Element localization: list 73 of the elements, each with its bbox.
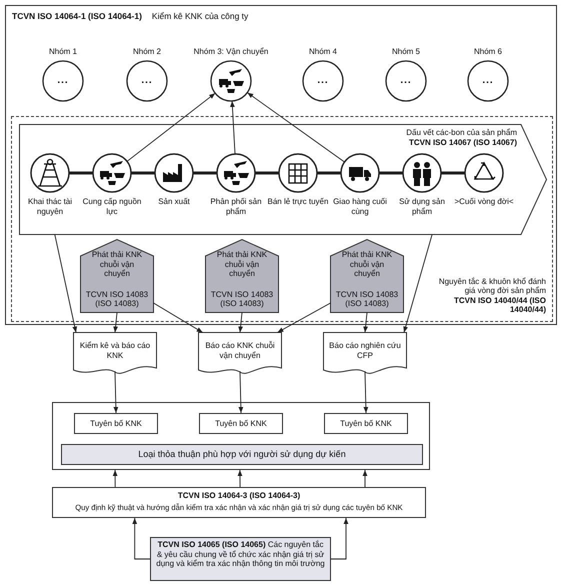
claim-box bbox=[74, 413, 158, 434]
claims-frame bbox=[52, 402, 430, 470]
standard-box bbox=[150, 537, 331, 581]
stage-label: Sản xuất bbox=[157, 197, 191, 207]
agreement-band bbox=[61, 444, 423, 465]
connector-line bbox=[317, 172, 341, 174]
frame bbox=[11, 116, 553, 322]
standard-title: TCVN ISO 14064-3 (ISO 14064-3) bbox=[176, 491, 302, 501]
standard-label: TCVN ISO 14083 (ISO 14083) bbox=[210, 290, 274, 309]
standard-title: TCVN ISO 14040/44 (ISO 14040/44) bbox=[452, 296, 546, 315]
arrow bbox=[363, 312, 368, 333]
standard-box bbox=[52, 487, 426, 518]
connector-line bbox=[379, 172, 403, 174]
emission-label: Phát thải KNK chuỗi vận chuyển bbox=[340, 250, 394, 279]
frame-title: Nguyên tắc & khuôn khổ đánh giá vòng đời sản phẩm bbox=[438, 276, 546, 296]
claim-label: Tuyên bố KNK bbox=[215, 418, 267, 428]
stage-label: Sử dụng sản phẩm bbox=[398, 197, 446, 216]
arrow bbox=[238, 370, 244, 414]
stage-label: >Cuối vòng đời< bbox=[453, 197, 515, 207]
ellipsis-text: ... bbox=[481, 75, 495, 87]
group-label: Nhóm 2 bbox=[132, 46, 162, 57]
group-label: Nhóm 6 bbox=[472, 46, 503, 57]
arrow bbox=[112, 470, 118, 488]
ellipsis-text: ... bbox=[316, 75, 330, 87]
ellipsis-text: ... bbox=[56, 75, 70, 87]
group-label: Nhóm 3: Vận chuyển bbox=[192, 46, 270, 57]
stage-label: Phân phối sản phẩm bbox=[209, 197, 263, 216]
arrow bbox=[362, 470, 368, 488]
claim-label: Tuyên bố KNK bbox=[90, 418, 142, 428]
frame-title: Kiểm kê KNK của công ty bbox=[152, 11, 248, 21]
ellipsis-text: ... bbox=[399, 75, 413, 87]
ellipsis-text: ... bbox=[140, 75, 154, 87]
connector-line bbox=[69, 172, 93, 174]
group-label: Nhóm 5 bbox=[390, 46, 421, 57]
report-label: Báo cáo KNK chuỗi vận chuyển bbox=[204, 341, 276, 360]
claim-box bbox=[324, 413, 408, 434]
frame bbox=[5, 5, 557, 325]
emission-label: Phát thải KNK chuỗi vận chuyển bbox=[90, 250, 144, 279]
standard-label: TCVN ISO 14083 (ISO 14083) bbox=[84, 290, 150, 309]
stage-label: Khai thác tài nguyên bbox=[26, 197, 74, 216]
report-label: Báo cáo nghiên cứu CFP bbox=[328, 341, 402, 360]
chevron-title: Dấu vết các-bon của sản phẩm bbox=[406, 128, 517, 138]
group-label: Nhóm 4 bbox=[308, 46, 338, 57]
connector-line bbox=[131, 172, 155, 174]
standard-title: TCVN ISO 14067 (ISO 14067) bbox=[408, 138, 517, 148]
standard-description: TCVN ISO 14065 (ISO 14065) Các nguyên tắc & yêu cầu chung về tổ chức xác nhận giá trị sử dụng và kiểm tra xác nhận thông tin môi trường bbox=[155, 540, 326, 569]
connector-line bbox=[441, 172, 465, 174]
arrow bbox=[246, 92, 345, 162]
arrow bbox=[230, 100, 236, 154]
connector-line bbox=[193, 172, 217, 174]
stage-label: Cung cấp nguồn lực bbox=[82, 197, 142, 216]
arrow bbox=[330, 518, 348, 560]
standard-title: TCVN ISO 14064-1 (ISO 14064-1) bbox=[12, 11, 142, 21]
arrow bbox=[403, 234, 433, 333]
group-label: Nhóm 1 bbox=[48, 46, 78, 57]
arrow bbox=[238, 312, 243, 333]
connector-line bbox=[255, 172, 279, 174]
claim-label: Tuyên bố KNK bbox=[340, 418, 392, 428]
stage-label: Bán lẻ trực tuyến bbox=[266, 197, 330, 207]
agreement-label: Loại thỏa thuận phù hợp với người sử dụng dự kiến bbox=[138, 449, 346, 460]
emission-label: Phát thải KNK chuỗi vận chuyển bbox=[216, 250, 268, 279]
arrow bbox=[276, 302, 331, 333]
arrow bbox=[132, 518, 150, 560]
arrow bbox=[153, 302, 204, 333]
arrow bbox=[126, 92, 216, 162]
report-label: Kiểm kê và báo cáo KNK bbox=[78, 341, 152, 360]
arrow bbox=[363, 370, 368, 414]
arrow bbox=[54, 234, 78, 333]
arrow bbox=[238, 470, 242, 488]
arrow bbox=[113, 312, 118, 333]
arrow bbox=[113, 370, 118, 414]
standard-label: TCVN ISO 14083 (ISO 14083) bbox=[334, 290, 400, 309]
claim-box bbox=[199, 413, 283, 434]
